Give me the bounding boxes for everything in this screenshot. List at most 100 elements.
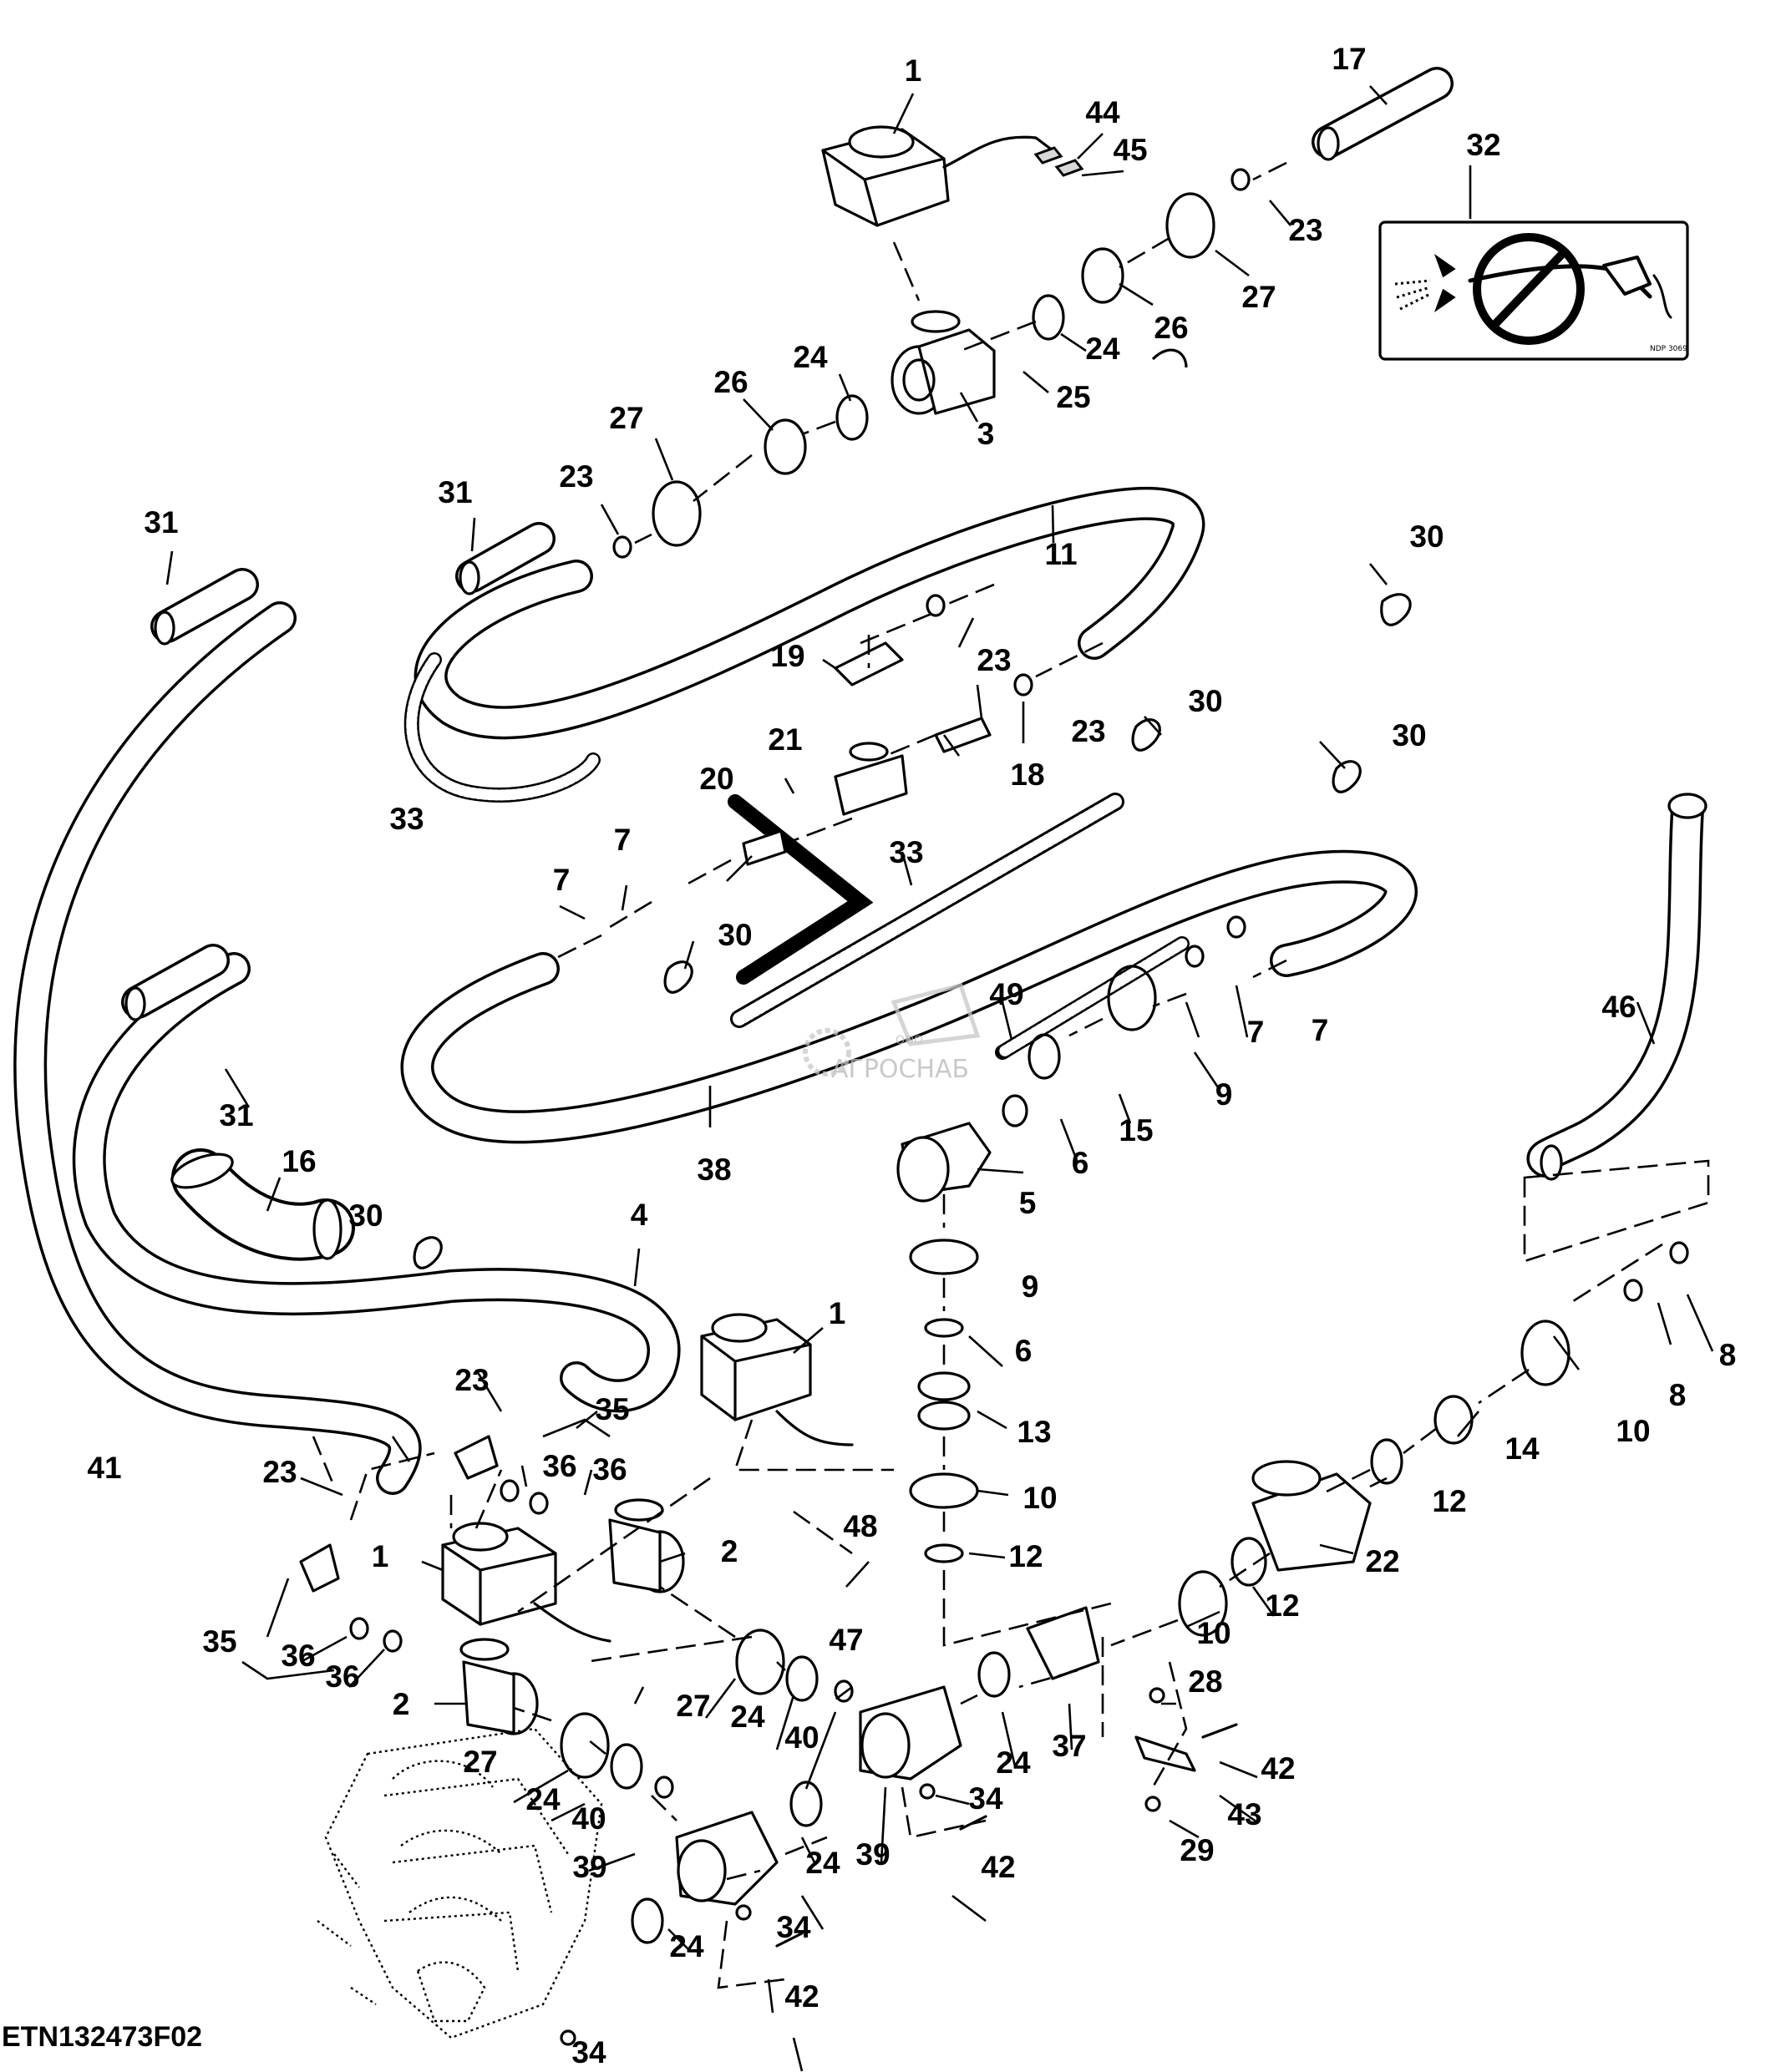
callout-46: 46: [1601, 990, 1636, 1024]
actuator-mid: [700, 1313, 854, 1446]
callout-12: 12: [1008, 1539, 1043, 1573]
callout-31: 31: [438, 475, 472, 509]
clamps-rings: [299, 168, 1689, 2046]
callout-7: 7: [553, 863, 571, 897]
callout-27: 27: [1241, 280, 1276, 314]
callout-21: 21: [768, 722, 802, 757]
callout-24: 24: [669, 1929, 704, 1963]
callout-7: 7: [614, 823, 632, 857]
callout-17: 17: [1332, 42, 1366, 76]
callout-31: 31: [144, 505, 178, 540]
callout-26: 26: [713, 365, 748, 399]
callout-2: 2: [721, 1534, 738, 1568]
actuator-top: [821, 125, 1084, 227]
callout-42: 42: [981, 1850, 1015, 1884]
callout-30: 30: [1409, 519, 1444, 554]
callout-23: 23: [262, 1455, 297, 1489]
callout-42: 42: [1261, 1751, 1295, 1786]
engine-ghost-outline: [317, 1727, 603, 2039]
figure-id: ETN132473F02: [2, 2021, 202, 2053]
callout-45: 45: [1113, 133, 1147, 167]
callout-10: 10: [1196, 1616, 1231, 1650]
callout-15: 15: [1119, 1113, 1153, 1147]
callout-30: 30: [718, 918, 752, 952]
watermark-brand-text: АГРОСНАБ: [831, 1055, 969, 1084]
callout-23: 23: [559, 459, 593, 494]
callout-47: 47: [829, 1623, 863, 1657]
callout-7: 7: [1247, 1015, 1265, 1049]
callout-23: 23: [977, 643, 1011, 677]
callout-27: 27: [609, 401, 643, 435]
callout-24: 24: [996, 1745, 1031, 1780]
callout-24: 24: [793, 340, 828, 374]
callout-13: 13: [1017, 1415, 1051, 1449]
callout-3: 3: [977, 417, 995, 451]
callout-6: 6: [1015, 1334, 1033, 1368]
callout-38: 38: [697, 1153, 731, 1187]
callout-24: 24: [525, 1782, 561, 1816]
callout-49: 49: [989, 977, 1023, 1011]
callout-25: 25: [1056, 380, 1090, 414]
conduits: [403, 652, 1190, 1060]
callout-39: 39: [855, 1837, 890, 1872]
callout-16: 16: [282, 1144, 316, 1178]
callout-9: 9: [1215, 1077, 1233, 1112]
callout-34: 34: [776, 1910, 811, 1944]
callout-36: 36: [592, 1452, 627, 1487]
callout-12: 12: [1432, 1484, 1466, 1518]
callout-6: 6: [1072, 1146, 1089, 1180]
callout-32: 32: [1466, 128, 1500, 162]
watermark-logo: ООО АГРОСНАБ: [803, 983, 981, 1084]
callout-40: 40: [571, 1801, 606, 1836]
callout-28: 28: [1188, 1664, 1222, 1699]
callout-30: 30: [348, 1198, 383, 1233]
callout-14: 14: [1505, 1431, 1540, 1466]
callout-7: 7: [1312, 1013, 1329, 1047]
callout-39: 39: [572, 1850, 606, 1884]
no-pressure-wash-decal-icon: [1394, 233, 1672, 345]
leader-lines: [165, 85, 1714, 2072]
callout-4: 4: [631, 1198, 648, 1232]
callout-10: 10: [1616, 1414, 1650, 1448]
callout-30: 30: [1392, 718, 1426, 752]
callout-8: 8: [1719, 1338, 1737, 1372]
callout-44: 44: [1085, 95, 1120, 129]
callout-26: 26: [1154, 311, 1188, 345]
callout-8: 8: [1669, 1378, 1687, 1412]
fittings: [675, 742, 1372, 1906]
callout-1: 1: [829, 1296, 846, 1330]
callout-42: 42: [784, 1979, 819, 2014]
callout-10: 10: [1022, 1481, 1057, 1515]
callout-1: 1: [372, 1539, 389, 1573]
callout-5: 5: [1019, 1186, 1037, 1220]
callout-2: 2: [393, 1687, 410, 1721]
callout-24: 24: [1085, 332, 1120, 366]
no-pressure-wash-decal: NDP 3069: [1378, 220, 1689, 361]
callout-1: 1: [905, 53, 922, 88]
callout-33: 33: [889, 835, 923, 869]
assembly-lines: [241, 161, 1710, 1989]
callout-34: 34: [571, 2035, 606, 2069]
callout-36: 36: [325, 1659, 359, 1694]
callout-20: 20: [699, 762, 733, 796]
callout-27: 27: [676, 1689, 710, 1723]
callout-34: 34: [968, 1781, 1003, 1816]
callout-41: 41: [87, 1451, 121, 1485]
callout-27: 27: [463, 1745, 497, 1779]
callout-22: 22: [1365, 1544, 1399, 1578]
actuator-left: [441, 1522, 611, 1643]
callout-11: 11: [1044, 537, 1077, 571]
callout-36: 36: [542, 1449, 576, 1483]
callout-40: 40: [784, 1720, 819, 1755]
callout-24: 24: [805, 1846, 840, 1880]
decal-code: NDP 3069: [1650, 345, 1687, 353]
watermark-small-text: ООО: [896, 1034, 923, 1047]
callout-18: 18: [1010, 757, 1044, 792]
callout-23: 23: [454, 1363, 489, 1397]
callout-labels: 1 44 45 17 32 23 27 26 24 25 3 24 26 27 …: [87, 42, 1736, 2069]
callout-43: 43: [1227, 1797, 1261, 1831]
callout-35: 35: [202, 1624, 236, 1659]
callout-12: 12: [1265, 1588, 1299, 1623]
callout-31: 31: [219, 1098, 253, 1132]
